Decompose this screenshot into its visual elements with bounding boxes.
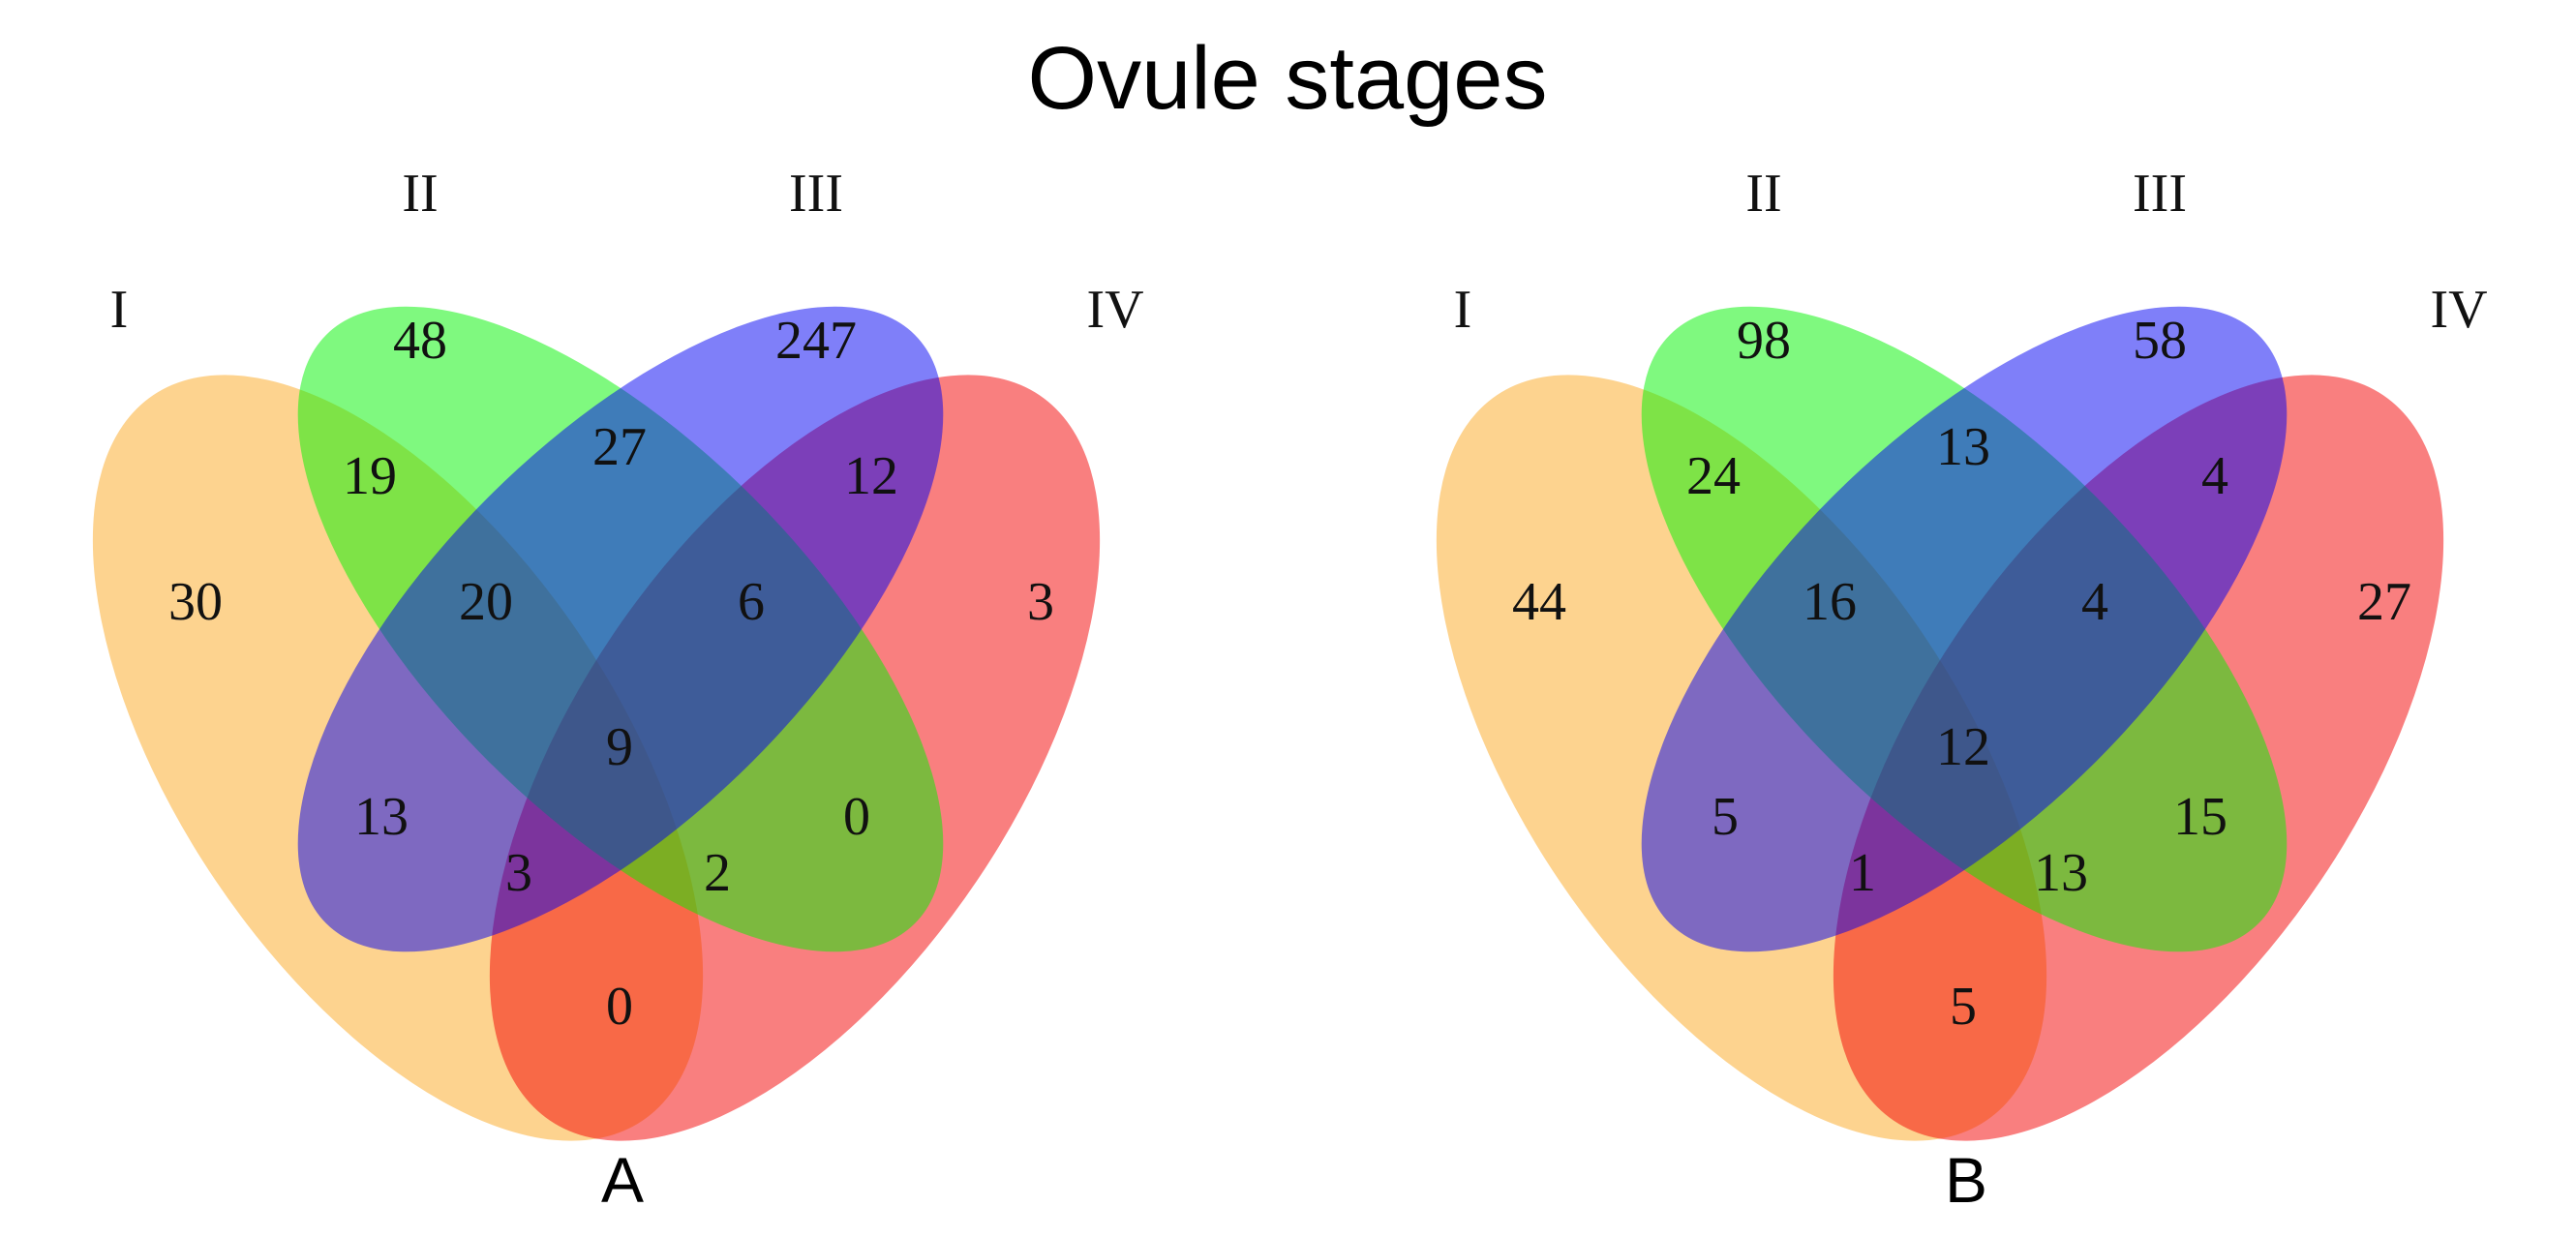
set-label-1: I (110, 280, 129, 340)
count-iii-iv: 12 (844, 446, 898, 506)
set-label-3: III (2133, 164, 2187, 224)
figure-title: Ovule stages (1028, 29, 1548, 128)
panel-label: A (601, 1144, 644, 1216)
count-iv: 3 (1027, 572, 1054, 632)
count-ii-iii: 27 (592, 417, 647, 477)
count-i-iii-iv: 3 (505, 843, 532, 903)
set-label-2: II (402, 164, 438, 224)
count-ii: 48 (393, 311, 447, 371)
set-label-2: II (1745, 164, 1781, 224)
count-i-ii: 24 (1686, 446, 1741, 506)
count-i-ii-iii-iv: 9 (606, 717, 633, 777)
count-ii-iv: 0 (843, 787, 870, 847)
count-i-ii-iv: 13 (2034, 843, 2088, 903)
count-i-ii-iii: 16 (1803, 572, 1857, 632)
count-i-iii: 5 (1712, 787, 1739, 847)
count-i-iv: 0 (606, 977, 633, 1037)
count-iii: 247 (775, 311, 857, 371)
count-iii-iv: 4 (2201, 446, 2228, 506)
set-label-3: III (789, 164, 843, 224)
count-ii-iv: 15 (2173, 787, 2227, 847)
count-i-iii-iv: 1 (1849, 843, 1876, 903)
panel-label: B (1945, 1144, 1987, 1216)
count-ii-iii-iv: 4 (2081, 572, 2108, 632)
count-ii-iii: 13 (1936, 417, 1990, 477)
ellipse-set-3 (1641, 306, 2288, 952)
count-i-ii-iv: 2 (704, 843, 731, 903)
set-label-1: I (1454, 280, 1472, 340)
count-ii-iii-iv: 6 (738, 572, 765, 632)
count-i-ii-iii: 20 (459, 572, 513, 632)
count-iii: 58 (2133, 311, 2187, 371)
venn-panel-a: I II III IV 30 48 247 3 19 27 12 20 6 9 … (92, 164, 1144, 1216)
count-i-ii: 19 (343, 446, 397, 506)
set-label-4: IV (2430, 280, 2487, 340)
count-ii: 98 (1737, 311, 1791, 371)
count-i: 44 (1512, 572, 1566, 632)
count-i-iv: 5 (1950, 977, 1977, 1037)
count-i-ii-iii-iv: 12 (1936, 717, 1990, 777)
count-i-iii: 13 (354, 787, 409, 847)
set-label-4: IV (1086, 280, 1143, 340)
venn-panel-b: I II III IV 44 98 58 27 24 13 4 16 4 12 … (1436, 164, 2488, 1216)
count-i: 30 (168, 572, 223, 632)
ellipse-set-3 (297, 306, 944, 952)
count-iv: 27 (2357, 572, 2411, 632)
